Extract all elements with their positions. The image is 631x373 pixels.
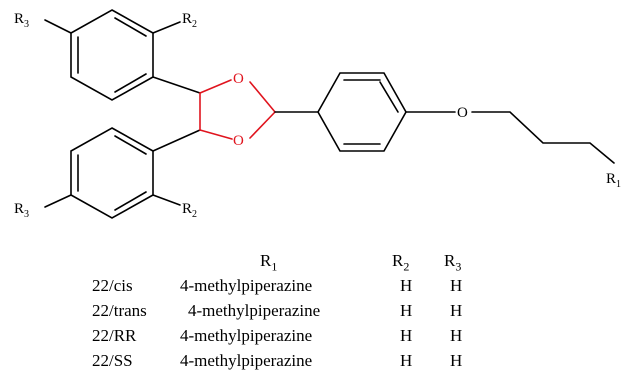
- header-r2: R2: [392, 251, 410, 274]
- table-row: 22/RR 4-methylpiperazine H H: [92, 323, 512, 348]
- r2-value: H: [400, 326, 413, 345]
- compound-id: 22/trans: [92, 301, 147, 320]
- dioxolane-ring: [199, 79, 276, 140]
- r1-value: 4-methylpiperazine: [180, 326, 313, 345]
- table-row: 22/SS 4-methylpiperazine H H: [92, 348, 512, 373]
- table-header-row: R1 R2 R3: [92, 248, 512, 273]
- r2-value: H: [400, 351, 413, 370]
- r3-value: H: [450, 276, 463, 295]
- r3-value: H: [450, 326, 463, 345]
- compound-id: 22/RR: [92, 326, 137, 345]
- bond-r3-bottom: [44, 194, 72, 208]
- bottom-phenyl-ring: [70, 127, 154, 219]
- para-phenyl-ring: [317, 72, 407, 152]
- bond-bottom-ring-to-dioxolane: [152, 129, 201, 152]
- label-r2-bottom: R2: [182, 201, 197, 220]
- top-phenyl-ring: [70, 9, 154, 101]
- bond-r2-top: [152, 21, 181, 34]
- substituent-table: R1 R2 R3 22/cis 4-methylpiperazine H H 2…: [92, 248, 512, 373]
- label-r3-top: R3: [14, 11, 29, 30]
- r2-value: H: [400, 301, 413, 320]
- r1-value: 4-methylpiperazine: [188, 301, 321, 320]
- label-r2-top: R2: [182, 11, 197, 30]
- r1-value: 4-methylpiperazine: [180, 351, 313, 370]
- chemical-structure-diagram: O O O R3 R2 R3 R2 R1: [14, 9, 621, 220]
- table-row: 22/trans 4-methylpiperazine H H: [92, 298, 512, 323]
- bond-r2-bottom: [152, 194, 181, 206]
- propyl-chain: [471, 111, 615, 164]
- header-r3: R3: [444, 251, 462, 274]
- dioxolane-oxygen-top: O: [233, 71, 244, 87]
- r3-value: H: [450, 301, 463, 320]
- header-r1: R1: [260, 251, 278, 274]
- bond-top-ring-to-dioxolane: [152, 76, 201, 94]
- label-r3-bottom: R3: [14, 201, 29, 220]
- r3-value: H: [450, 351, 463, 370]
- r1-value: 4-methylpiperazine: [180, 276, 313, 295]
- compound-id: 22/SS: [92, 351, 133, 370]
- ether-oxygen: O: [457, 105, 468, 121]
- r2-value: H: [400, 276, 413, 295]
- table-row: 22/cis 4-methylpiperazine H H: [92, 273, 512, 298]
- dioxolane-oxygen-bottom: O: [233, 133, 244, 149]
- label-r1: R1: [606, 171, 621, 190]
- compound-id: 22/cis: [92, 276, 133, 295]
- bond-r3-top: [44, 19, 72, 34]
